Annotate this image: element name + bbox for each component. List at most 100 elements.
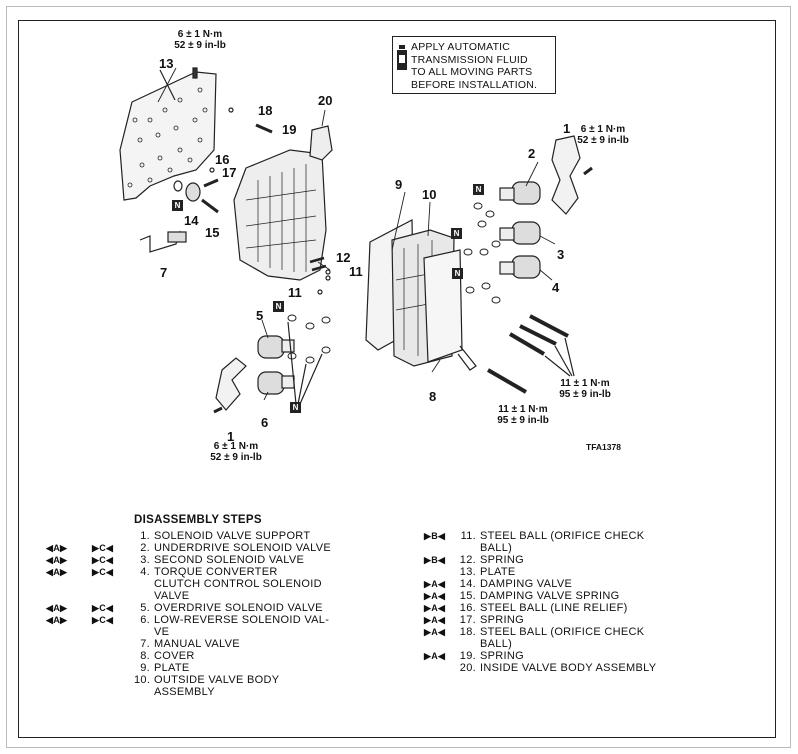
step-marks: ◀A▶▶C◀ xyxy=(46,554,134,566)
step-line: COVER xyxy=(154,650,195,662)
step-line: STEEL BALL (ORIFICE CHECK xyxy=(480,626,645,638)
plate-13 xyxy=(119,71,217,201)
step-row: 13.PLATE xyxy=(424,566,690,578)
step-line: CLUTCH CONTROL SOLENOID xyxy=(154,578,322,590)
step-marks: ◀A▶ ▶C◀ xyxy=(46,602,134,614)
step-line: UNDERDRIVE SOLENOID VALVE xyxy=(154,542,332,554)
step-mark-a xyxy=(46,530,92,542)
callout-6: 6 xyxy=(261,415,269,430)
step-row: 7. MANUAL VALVE xyxy=(46,638,364,650)
torque-right: 6 ± 1 N·m 52 ± 9 in-lb xyxy=(577,124,629,146)
step-mark-c: ▶C◀ xyxy=(92,603,114,613)
step-line: ASSEMBLY xyxy=(154,686,215,698)
step-text: COVER xyxy=(154,650,364,662)
bolt-top xyxy=(192,67,198,79)
outer-border xyxy=(6,6,791,748)
step-number: 10. xyxy=(134,674,151,686)
step-mark-b: ▶A◀ xyxy=(424,627,446,637)
step-mark-b: ▶A◀ xyxy=(424,615,446,625)
step-marks xyxy=(46,638,134,650)
step-text: DAMPING VALVE SPRING xyxy=(480,590,690,602)
callout-4: 4 xyxy=(552,280,560,295)
step-number: 15. xyxy=(459,590,476,602)
step-number: 17. xyxy=(459,614,476,626)
atf-note-box: APPLY AUTOMATIC TRANSMISSION FLUID TO AL… xyxy=(392,36,556,94)
step-line: STEEL BALL (LINE RELIEF) xyxy=(480,602,628,614)
figure-frame xyxy=(18,20,776,738)
step-mark-b: ▶A◀ xyxy=(424,591,446,601)
step-marks xyxy=(46,674,134,698)
callout-14: 14 xyxy=(184,213,199,228)
step-row: ▶A◀ 15. DAMPING VALVE SPRING xyxy=(424,590,690,602)
steps-left-column: 1. SOLENOID VALVE SUPPORT ◀A▶ ▶C◀ 2. UNDERDRI… xyxy=(46,530,364,698)
step-line: SECOND SOLENOID VALVE xyxy=(154,554,305,566)
step-text: PLATE xyxy=(154,662,364,674)
support-1-right xyxy=(551,135,581,215)
callout-16: 16 xyxy=(215,152,230,167)
callout-20: 20 xyxy=(318,93,333,108)
step-number: 2. xyxy=(140,542,150,554)
step-row: ▶B◀12.SPRING xyxy=(424,554,690,566)
step-row: ▶A◀16.STEEL BALL (LINE RELIEF) xyxy=(424,602,690,614)
callout-17: 17 xyxy=(222,165,237,180)
step-mark-a: ◀A▶ xyxy=(46,543,68,553)
step-text: INSIDE VALVE BODY ASSEMBLY xyxy=(480,662,690,674)
callout-19: 19 xyxy=(282,122,297,137)
step-number: 9. xyxy=(140,662,150,674)
figure-id: TFA1378 xyxy=(586,442,621,452)
torque-bottom-left: 6 ± 1 N·m 52 ± 9 in-lb xyxy=(210,441,262,463)
step-number: 3. xyxy=(140,554,150,566)
step-line: PLATE xyxy=(480,566,516,578)
step-line: DAMPING VALVE xyxy=(480,578,573,590)
step-text: MANUAL VALVE xyxy=(154,638,364,650)
step-line: INSIDE VALVE BODY ASSEMBLY xyxy=(480,662,657,674)
step-mark-a xyxy=(46,662,92,674)
step-line: TORQUE CONVERTER xyxy=(154,566,278,578)
step-mark-b: ▶B◀ xyxy=(424,531,446,541)
step-row: 20. INSIDE VALVE BODY ASSEMBLY xyxy=(424,662,690,674)
step-number: 7. xyxy=(140,638,150,650)
spring-19 xyxy=(255,123,273,134)
step-mark-a xyxy=(46,674,92,698)
step-line: BALL) xyxy=(480,638,513,650)
n-badge: N xyxy=(452,268,463,279)
step-line: OUTSIDE VALVE BODY xyxy=(154,674,280,686)
torque-top: 6 ± 1 N·m 52 ± 9 in-lb xyxy=(174,29,226,51)
step-line: SOLENOID VALVE SUPPORT xyxy=(154,530,311,542)
step-line: MANUAL VALVE xyxy=(154,638,240,650)
step-mark-a: ◀A▶ xyxy=(46,603,68,613)
step-row: ▶A◀19.SPRING xyxy=(424,650,690,662)
step-text: LOW-REVERSE SOLENOID VAL-VE xyxy=(154,614,364,638)
step-number: 8. xyxy=(140,650,150,662)
step-mark-b xyxy=(424,566,456,578)
step-marks xyxy=(46,650,134,662)
callout-18: 18 xyxy=(258,103,273,118)
step-marks: ◀A▶▶C◀ xyxy=(46,614,134,638)
step-number: 20. xyxy=(459,662,476,674)
step-text: SPRING xyxy=(480,554,690,566)
callout-12: 12 xyxy=(336,250,351,265)
step-number: 14. xyxy=(459,578,476,590)
solenoid-6 xyxy=(257,371,295,395)
step-row: ◀A▶▶C◀2.UNDERDRIVE SOLENOID VALVE xyxy=(46,542,364,554)
step-text: PLATE xyxy=(480,566,690,578)
step-number: 18. xyxy=(459,626,476,638)
step-mark-b: ▶A◀ xyxy=(424,651,446,661)
step-number: 1. xyxy=(140,530,150,542)
inside-valve-body-20 xyxy=(233,149,327,281)
step-line: LOW-REVERSE SOLENOID VAL- xyxy=(154,614,330,626)
step-mark-a xyxy=(46,650,92,662)
step-mark-a: ◀A▶ xyxy=(46,567,68,577)
step-line: PLATE xyxy=(154,662,190,674)
callout-13: 13 xyxy=(159,56,174,71)
step-text: SPRING xyxy=(480,650,690,662)
step-marks xyxy=(46,662,134,674)
callout-11: 11 xyxy=(349,264,363,279)
ball-18 xyxy=(228,107,234,113)
atf-note-text: APPLY AUTOMATIC TRANSMISSION FLUID TO AL… xyxy=(411,41,538,91)
